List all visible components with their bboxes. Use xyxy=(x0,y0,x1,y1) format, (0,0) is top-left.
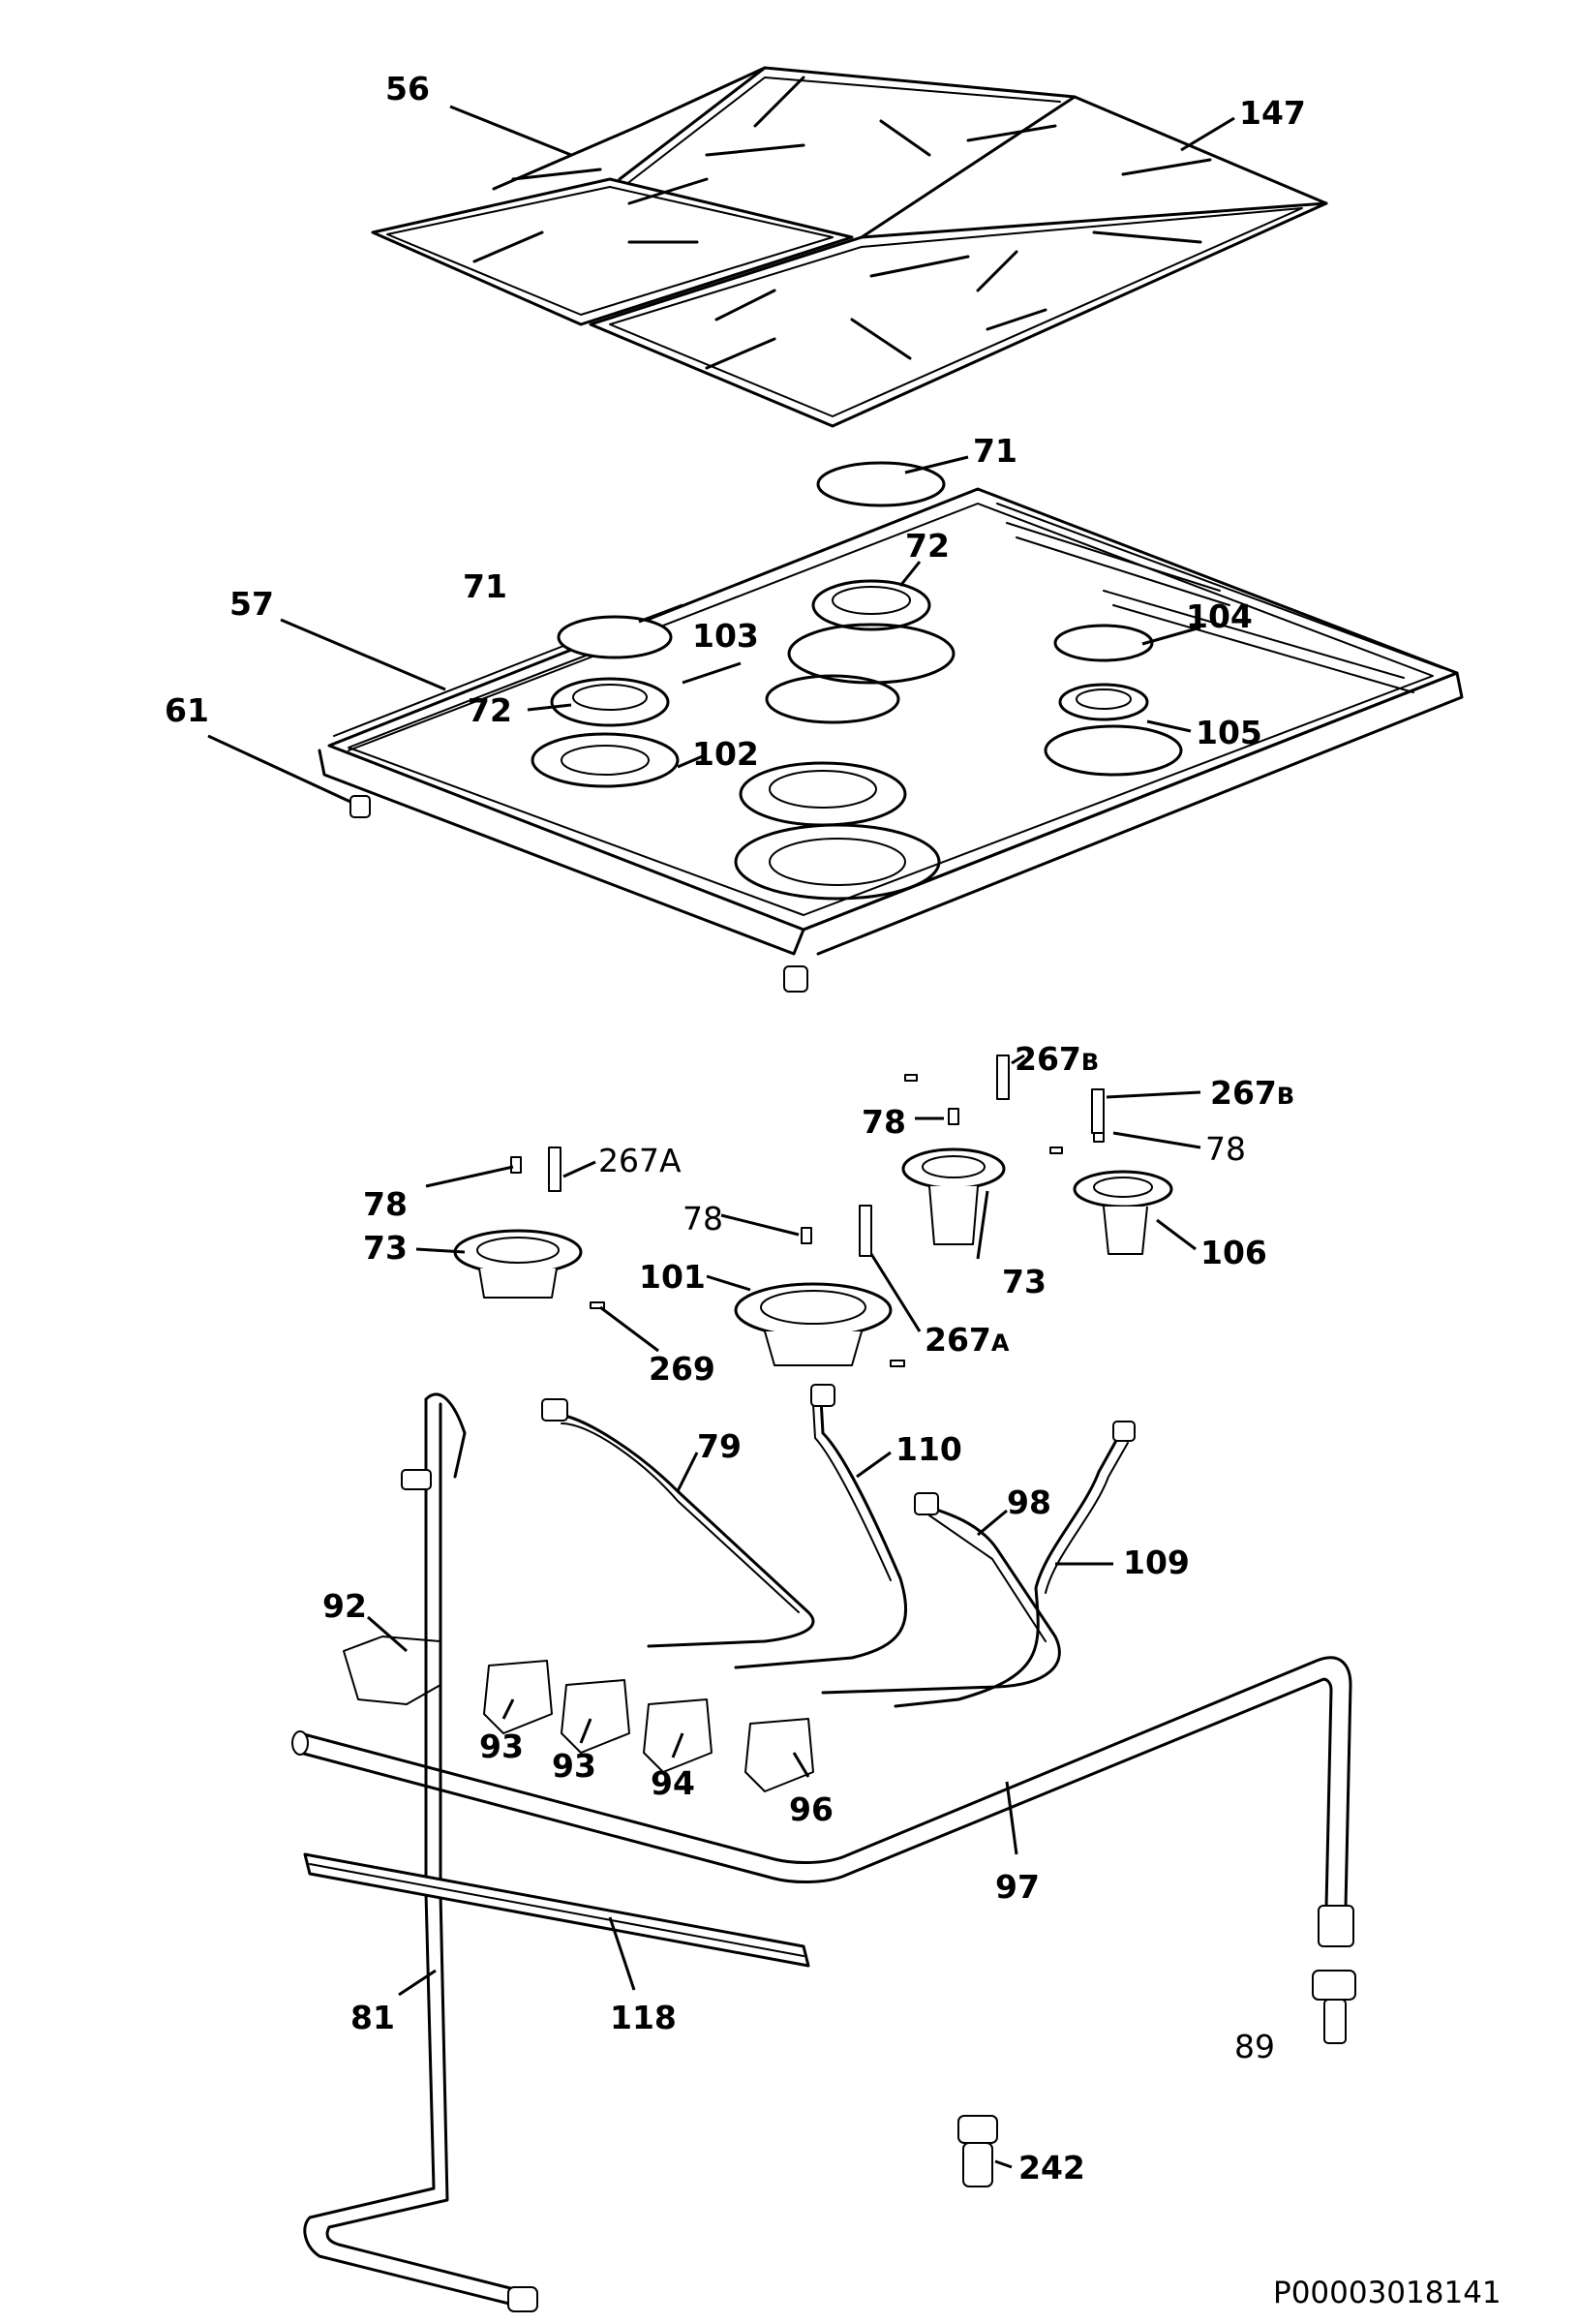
callout-labels: 56 147 71 57 71 72 103 104 72 61 102 105… xyxy=(165,70,1502,2310)
burner-crown-102 xyxy=(734,761,941,901)
gas-manifold-97 xyxy=(291,1656,1356,2044)
label-93-b: 93 xyxy=(552,1747,596,1785)
label-104: 104 xyxy=(1186,597,1253,635)
burner-base-106 xyxy=(1073,1170,1173,1255)
label-89: 89 xyxy=(1234,2028,1275,2065)
valve-rail-118 xyxy=(303,1852,810,1968)
burner-base-101 xyxy=(734,1282,893,1366)
gas-pipes xyxy=(541,1384,1136,1708)
label-73-left: 73 xyxy=(363,1229,408,1267)
label-72-left: 72 xyxy=(468,691,512,729)
label-118: 118 xyxy=(610,1999,677,2036)
label-102: 102 xyxy=(692,735,759,773)
label-61: 61 xyxy=(165,691,209,729)
label-79: 79 xyxy=(697,1427,742,1465)
burner-crown-105 xyxy=(1044,683,1183,777)
burner-cap-71-rear xyxy=(816,461,946,507)
label-267a-left: 267A xyxy=(598,1142,682,1179)
burner-cap-104 xyxy=(1053,624,1154,662)
label-57: 57 xyxy=(229,585,274,623)
label-96: 96 xyxy=(789,1790,834,1828)
burner-crown-72-rear xyxy=(787,579,956,685)
label-105: 105 xyxy=(1196,714,1262,751)
label-147: 147 xyxy=(1239,94,1306,132)
label-101: 101 xyxy=(639,1258,706,1296)
label-97: 97 xyxy=(995,1868,1040,1906)
pan-support-grids xyxy=(371,66,1328,428)
label-94: 94 xyxy=(651,1764,695,1802)
label-78-left: 78 xyxy=(363,1185,408,1223)
drawing-code: P00003018141 xyxy=(1273,2276,1502,2310)
label-92: 92 xyxy=(322,1587,367,1625)
injectors-and-electrodes xyxy=(510,1055,1105,1367)
label-269: 269 xyxy=(649,1350,715,1388)
label-78-right: 78 xyxy=(1205,1130,1246,1168)
label-71-left: 71 xyxy=(463,567,507,605)
leader-lines xyxy=(207,105,1235,2169)
label-110: 110 xyxy=(895,1430,962,1468)
label-81: 81 xyxy=(350,1999,395,2036)
label-267a-right: 267A xyxy=(925,1321,1010,1359)
hob-foot-61 xyxy=(349,795,808,993)
label-106: 106 xyxy=(1200,1234,1267,1271)
label-71-rear: 71 xyxy=(973,432,1017,470)
label-93-a: 93 xyxy=(479,1728,524,1765)
label-78-top: 78 xyxy=(862,1103,906,1141)
label-73-right: 73 xyxy=(1002,1263,1047,1300)
burner-crown-72-left xyxy=(531,677,680,788)
label-267b-right: 267B xyxy=(1210,1074,1294,1112)
label-109: 109 xyxy=(1123,1544,1190,1581)
gas-valves xyxy=(343,1636,814,1792)
label-267b-top: 267B xyxy=(1015,1040,1099,1078)
supply-pipe-81 xyxy=(303,1392,538,2312)
burner-cap-103 xyxy=(765,674,900,724)
burner-cap-71-left xyxy=(557,615,673,659)
label-72-rear: 72 xyxy=(905,527,950,565)
burner-base-73-right xyxy=(901,1147,1006,1245)
label-78-middle: 78 xyxy=(683,1200,723,1238)
label-103: 103 xyxy=(692,617,759,655)
label-242: 242 xyxy=(1018,2149,1085,2186)
label-98: 98 xyxy=(1007,1483,1051,1521)
burner-base-73-left xyxy=(453,1229,583,1299)
label-56: 56 xyxy=(385,70,430,107)
connector-242 xyxy=(957,2115,998,2187)
